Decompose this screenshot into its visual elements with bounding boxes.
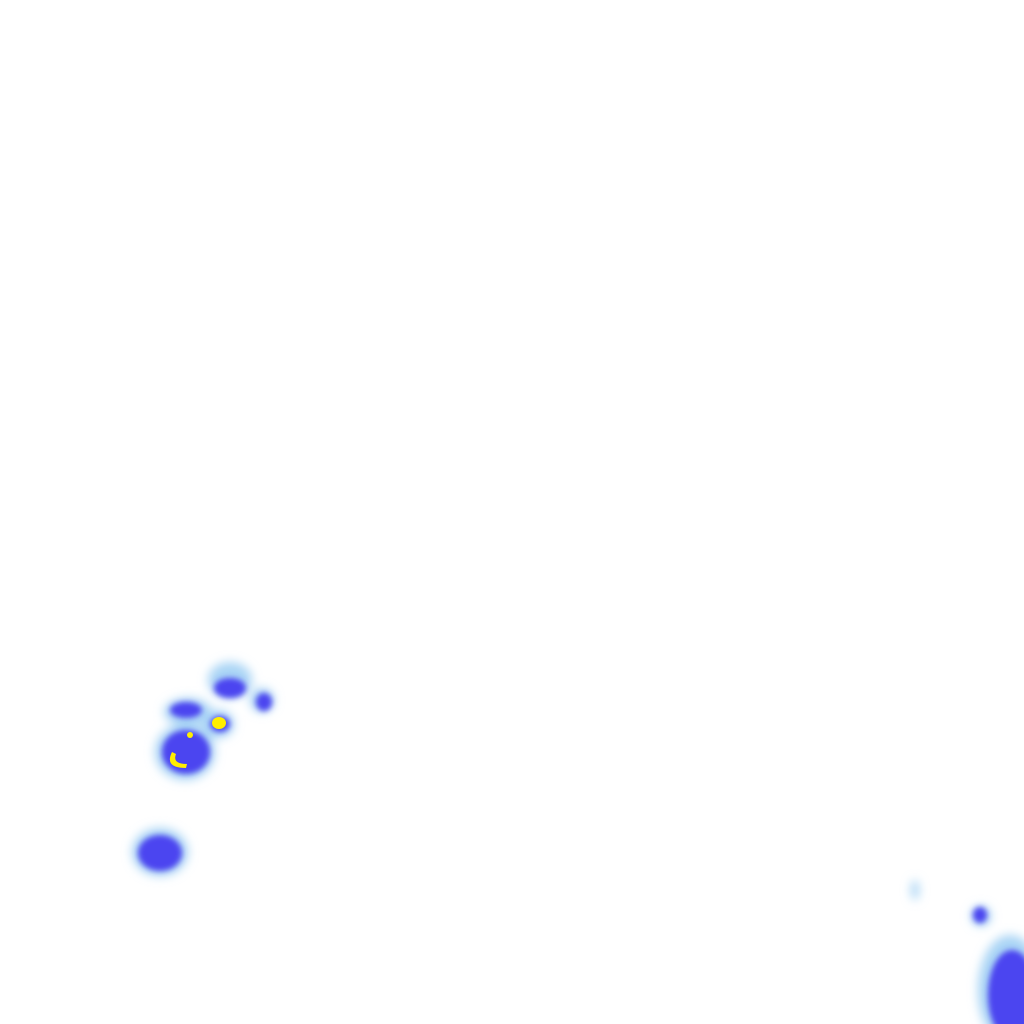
precip-cell [256, 693, 272, 711]
precip-cell [170, 702, 202, 718]
heavy-cells [169, 717, 226, 768]
precip-cell [911, 880, 919, 900]
precip-cell [973, 907, 987, 923]
precip-cell [212, 717, 226, 729]
precip-cell [138, 835, 182, 871]
precip-cluster-southeast [911, 880, 1024, 1024]
precip-cell [988, 950, 1024, 1024]
precip-cell [214, 678, 246, 698]
precip-cell [169, 752, 187, 768]
precip-cluster-west [132, 662, 274, 876]
precip-cell [187, 732, 193, 738]
